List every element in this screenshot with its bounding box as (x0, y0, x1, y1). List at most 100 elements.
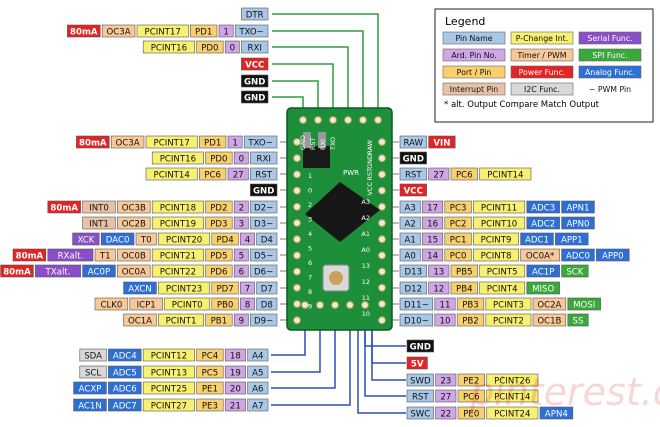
left-pin-7-1: 5 (239, 251, 244, 261)
right-pin-hole (378, 300, 386, 308)
top-wire-1 (272, 30, 364, 120)
bottom-right-pin-2-2: PE2 (463, 376, 479, 386)
bottom-pin-hole (361, 301, 369, 309)
top-wire-2 (272, 46, 349, 120)
right-pin-9-3-box (479, 281, 526, 295)
bottom-right-pin-2-1-box (435, 373, 457, 387)
bottom-right-pin-4-1: 22 (440, 409, 451, 419)
left-pin-8-2: PD6 (210, 267, 227, 277)
left-pin-5-1: 3 (239, 219, 244, 229)
left-pin-7-6-box (47, 248, 94, 262)
top-pin-1-3-box (136, 24, 189, 38)
board-top-label-2: RXI (319, 139, 327, 150)
bottom-left-pin-0-1-box (224, 348, 246, 362)
bottom-left-wire-2 (271, 305, 336, 389)
legend-label-7: Power Func. (519, 68, 566, 77)
left-pin-10-0-box (256, 297, 278, 311)
board-left-label-2: 2 (308, 201, 312, 209)
bottom-right-wire-3 (364, 305, 406, 397)
left-pin-4-2: PD2 (210, 203, 227, 213)
right-pin-8-5: SCK (566, 267, 583, 277)
left-pin-5-4-box (117, 216, 151, 230)
left-pin-hole (293, 267, 301, 276)
bottom-left-pin-0-5-box (79, 348, 107, 362)
right-pin-4-1-box (422, 200, 444, 214)
left-pin-hole (293, 138, 301, 146)
bottom-left-pin-0-0: A4 (252, 351, 263, 361)
board-top-label-0: GND (299, 135, 307, 150)
right-pin-8-5-box (561, 264, 589, 278)
left-pin-0-1: 1 (232, 138, 237, 148)
left-pin-8-7-box (0, 264, 34, 278)
bottom-left-pin-0-0-box (247, 348, 269, 362)
left-pin-5-0-box (250, 216, 278, 230)
right-pin-7-4: OC0A* (526, 251, 555, 261)
legend-swatch-7 (510, 65, 574, 79)
left-pin-6-4: T0 (140, 235, 152, 245)
left-pin-10-2-box (211, 297, 239, 311)
board-right-row-label-3: VCC (366, 182, 374, 196)
top-pin-4: GND (241, 74, 269, 87)
left-pin-4-1: 2 (239, 203, 244, 213)
bottom-right-pin-1-0: 5V (411, 359, 424, 369)
bottom-left-pin-2-1-box (224, 381, 246, 395)
board-top-label-1: RST (309, 137, 317, 150)
right-pin-7-3-box (473, 248, 519, 262)
left-pin-10-5: CLK0 (100, 300, 122, 310)
board-right-label-6: 11 (362, 294, 370, 302)
right-pin-4-4-box (526, 200, 560, 214)
bottom-left-pin-3-4: ADC7 (113, 401, 137, 411)
left-pin-0-2: PD1 (204, 138, 221, 148)
top-pin-hole (344, 116, 352, 124)
right-pin-4-3-box (473, 200, 526, 214)
top-pin-5-0-box (241, 90, 269, 104)
bottom-right-pin-4-0-box (406, 406, 434, 420)
left-pin-hole (293, 300, 301, 308)
top-pin-hole (314, 116, 322, 124)
right-pin-5-3: PCINT10 (481, 219, 517, 229)
bottom-left-pin-2-3-box (142, 381, 195, 395)
right-pin-11-2-box (456, 313, 485, 327)
bottom-right-pin-1-0-box (406, 356, 428, 370)
left-pin-0-0-box (243, 135, 278, 149)
legend-swatch-8 (578, 65, 642, 79)
bottom-left-pin-1-5: SCL (85, 368, 101, 378)
bottom-left-pin-3-3: PCINT27 (151, 401, 187, 411)
left-pin-2-1: 27 (233, 170, 244, 180)
top-pin-hole (374, 116, 382, 124)
left-pin-10-2: PB0 (217, 300, 234, 310)
top-pin-2-1: 0 (230, 43, 235, 53)
left-pin-7-7-box (12, 248, 47, 262)
left-pin-9-1-box (240, 281, 255, 295)
left-pin-10-3-box (164, 297, 211, 311)
bottom-left-pin-3-4-box (108, 398, 142, 412)
left-pin-2-3-box (145, 167, 198, 181)
left-pin-6-6-box (72, 232, 100, 246)
left-pin-11-3-box (158, 313, 204, 327)
left-pin-5-3: PCINT19 (160, 219, 196, 229)
top-pin-1-5: 80mA (70, 27, 98, 37)
legend-label-6: Port / Pin (457, 68, 492, 77)
top-pin-2-3-box (142, 40, 195, 54)
left-pin-8-6: TXalt. (45, 267, 71, 277)
bottom-left-pin-3-1-box (224, 398, 246, 412)
bottom-right-pin-4-0: SWC (410, 409, 430, 419)
right-pin-8-3-box (479, 264, 526, 278)
left-pin-7-4: OC0B (122, 251, 146, 261)
right-pin-10-2-box (456, 297, 485, 311)
left-pin-hole (293, 154, 301, 163)
right-pin-3: VCC (399, 183, 427, 196)
left-pin-1-2-box (205, 151, 233, 165)
left-pin-10-4-box (129, 297, 163, 311)
left-pin-9-1: 7 (245, 284, 250, 294)
left-pin-hole (293, 235, 301, 244)
